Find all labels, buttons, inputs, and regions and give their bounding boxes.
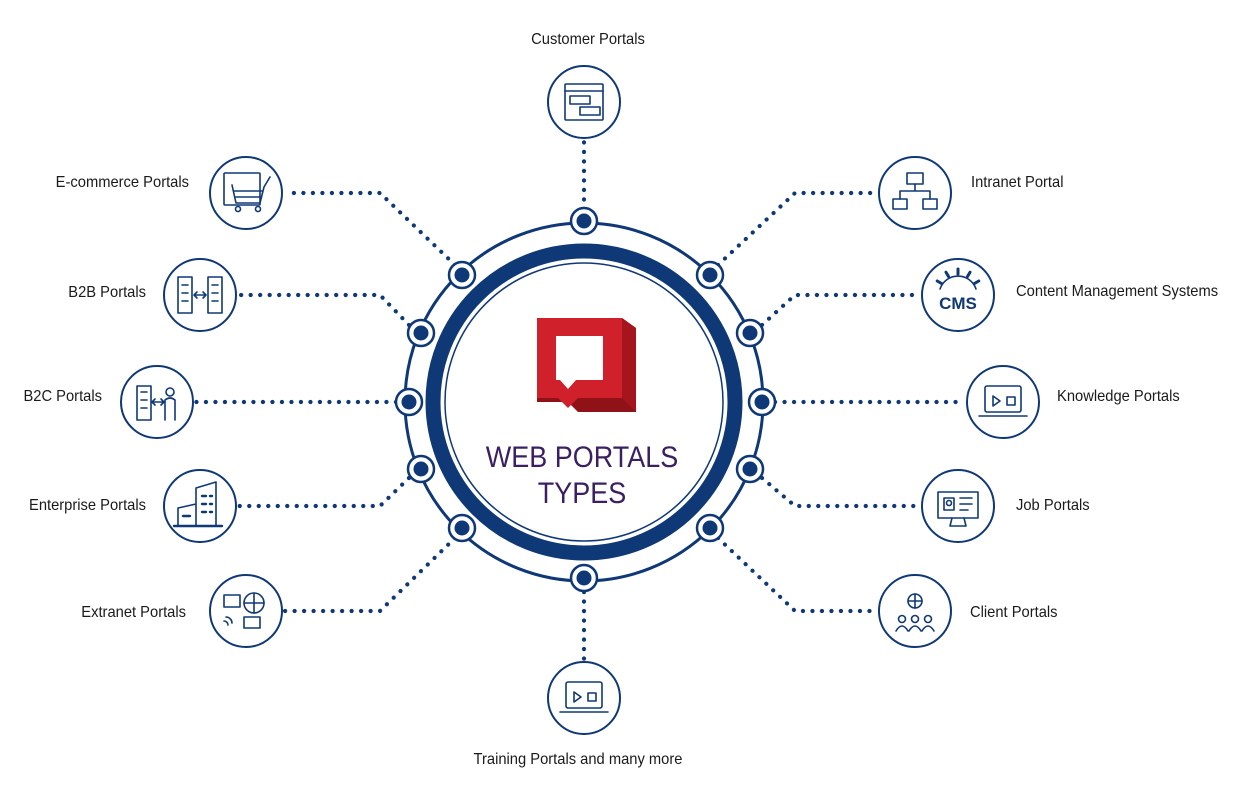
network-computers-icon	[878, 156, 952, 230]
connector-line	[715, 190, 879, 268]
label-extranet-portals: Extranet Portals	[81, 604, 186, 621]
chat-window-icon	[547, 65, 621, 139]
ring-node	[447, 260, 477, 290]
ring-node	[569, 206, 599, 236]
label-enterprise-portals: Enterprise Portals	[29, 497, 146, 514]
title-line-1: WEB PORTALS	[485, 441, 679, 474]
video-laptop-icon	[966, 365, 1040, 439]
ring-node	[735, 454, 765, 484]
shopping-cart-icon	[209, 156, 283, 230]
client-group-icon	[878, 574, 952, 648]
cms-gear-icon: CMS	[921, 258, 995, 332]
ring-node	[747, 387, 777, 417]
job-profile-monitor-icon	[921, 469, 995, 543]
ring-node	[695, 260, 725, 290]
ring-node	[447, 513, 477, 543]
b2c-building-people-icon	[120, 365, 194, 439]
connector-line	[282, 535, 458, 614]
label-training-portals: Training Portals and many more	[473, 751, 683, 768]
label-client-portals: Client Portals	[970, 604, 1058, 621]
ring-node	[406, 454, 436, 484]
connector-line	[759, 475, 922, 509]
thick-ring	[425, 243, 743, 561]
ring-node	[406, 318, 436, 348]
training-video-laptop-icon	[547, 661, 621, 735]
connector-line	[715, 535, 879, 614]
label-content-management-systems: Content Management Systems	[1016, 283, 1219, 300]
b2b-buildings-icon	[163, 258, 237, 332]
ring-node	[394, 387, 424, 417]
label-knowledge-portals: Knowledge Portals	[1057, 388, 1180, 405]
label-ecommerce-portals: E-commerce Portals	[55, 174, 189, 191]
svg-text:CMS: CMS	[939, 294, 977, 313]
connector-line	[282, 190, 458, 268]
connector-line	[236, 292, 412, 328]
connector-line	[759, 292, 922, 328]
logo-icon	[537, 318, 636, 412]
title-line-2: TYPES	[537, 477, 627, 510]
connector-line	[236, 475, 412, 509]
label-customer-portals: Customer Portals	[531, 31, 645, 48]
ring-node	[695, 513, 725, 543]
ring-node	[735, 318, 765, 348]
label-intranet-portal: Intranet Portal	[971, 174, 1064, 191]
label-b2b-portals: B2B Portals	[68, 284, 146, 301]
inner-ring	[444, 262, 724, 542]
label-b2c-portals: B2C Portals	[23, 388, 103, 405]
label-job-portals: Job Portals	[1016, 497, 1090, 514]
ring-node	[569, 563, 599, 593]
enterprise-buildings-icon	[163, 469, 237, 543]
extranet-globe-icon	[209, 574, 283, 648]
